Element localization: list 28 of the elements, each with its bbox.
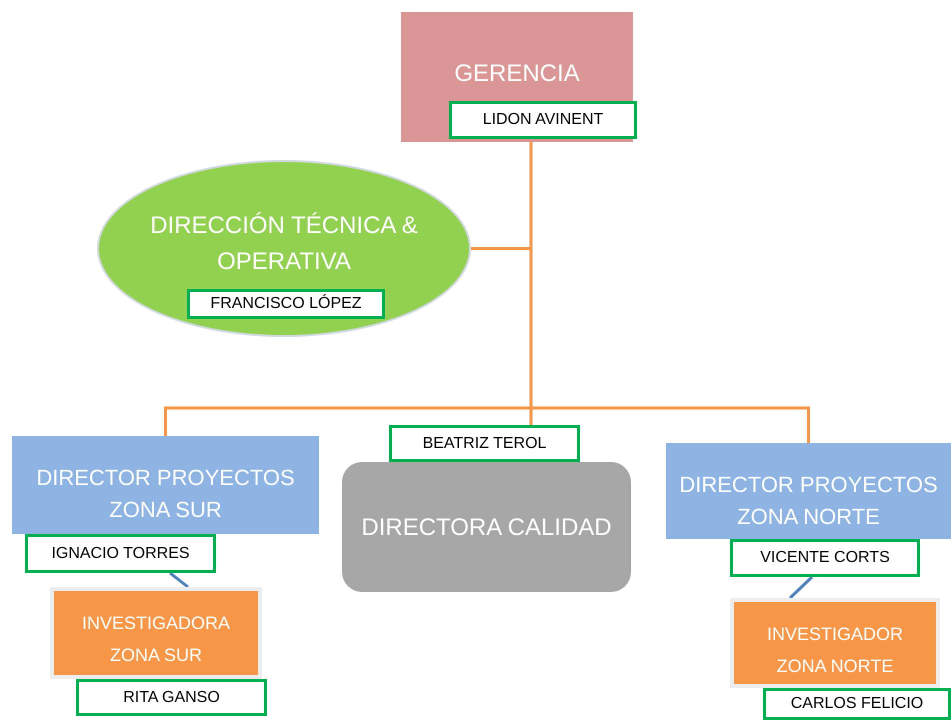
connector-line [788, 576, 814, 600]
person-name: RITA GANSO [122, 688, 221, 708]
person-name: LIDON AVINENT [482, 110, 604, 130]
person-name: VICENTE CORTS [759, 548, 891, 568]
department-box [12, 436, 319, 534]
department-box [666, 443, 951, 539]
name-label-box [730, 539, 920, 577]
role-title: DIRECTOR PROYECTOS ZONA NORTE [678, 471, 939, 531]
person-name: BEATRIZ TEROL [422, 434, 548, 454]
role-title: DIRECTORA CALIDAD [360, 513, 613, 543]
name-label-box [763, 688, 951, 720]
role-title: DIRECCIÓN TÉCNICA & OPERATIVA [149, 211, 419, 277]
role-title: DIRECTOR PROYECTOS ZONA SUR [35, 464, 296, 524]
name-label-box [25, 534, 216, 573]
name-label-box [76, 679, 267, 716]
position-box [730, 598, 940, 688]
role-title: GERENCIA [453, 59, 581, 89]
department-box [342, 462, 631, 592]
role-title: INVESTIGADOR ZONA NORTE [766, 623, 904, 678]
position-box [50, 587, 262, 679]
person-name: FRANCISCO LÓPEZ [209, 293, 363, 314]
name-label-box [187, 289, 385, 319]
role-title: INVESTIGADORA ZONA SUR [80, 612, 232, 667]
name-label-box [449, 101, 637, 139]
person-name: CARLOS FELICIO [790, 694, 924, 714]
connector-line [169, 572, 189, 588]
person-name: IGNACIO TORRES [50, 544, 191, 564]
name-label-box [389, 425, 580, 462]
